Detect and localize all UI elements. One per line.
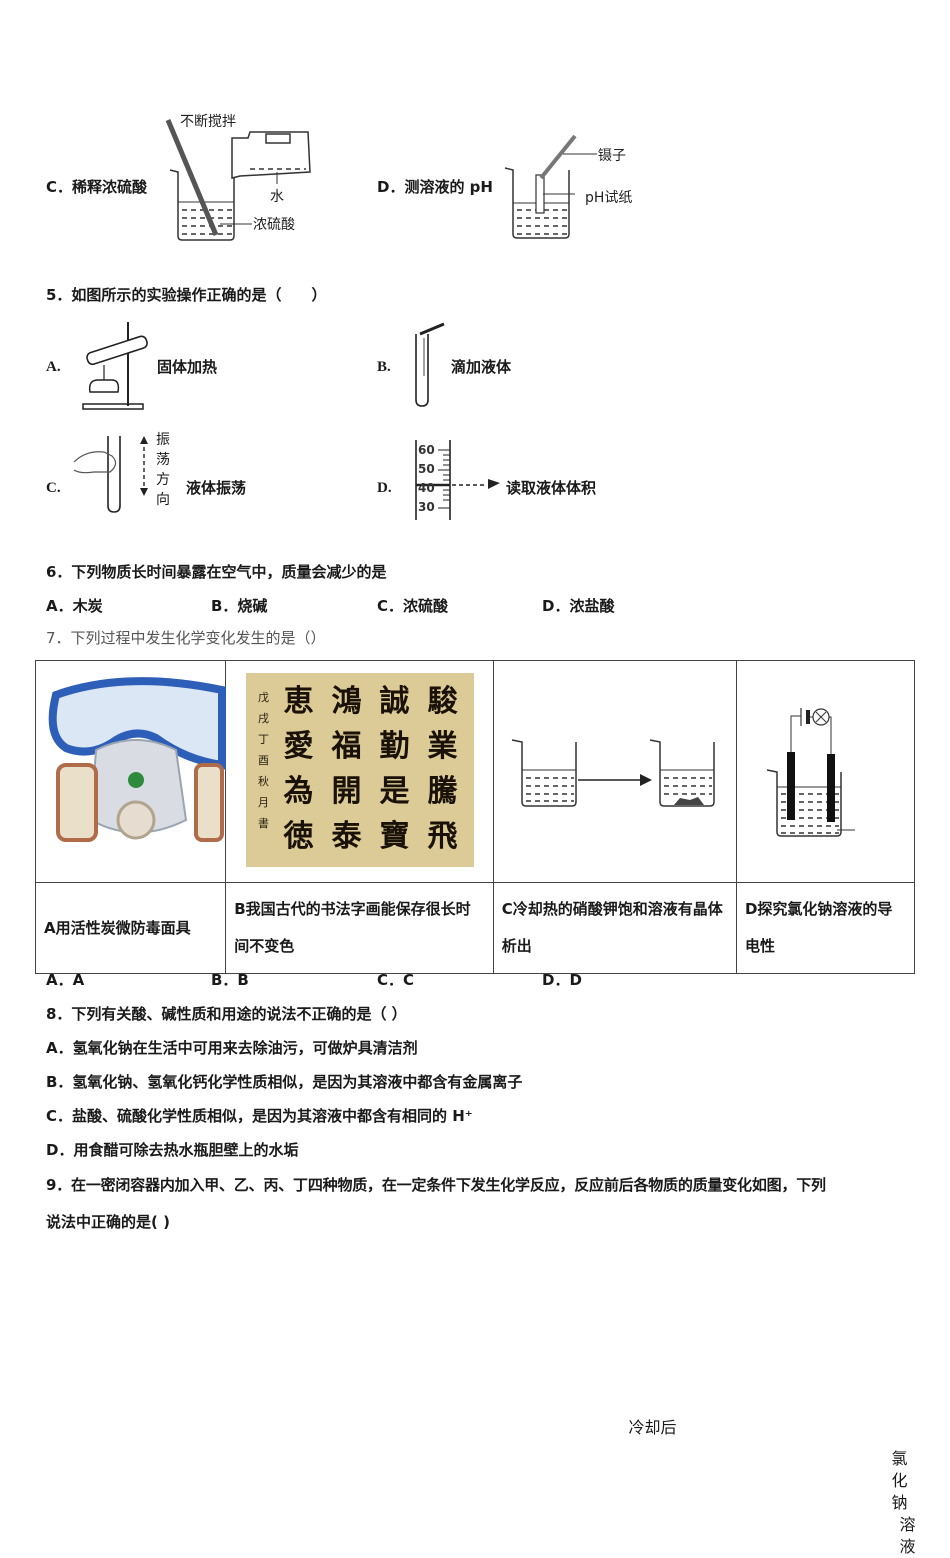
cooling-label: 冷却后 [628, 1417, 677, 1437]
shake-direction-label: 振 荡 方 向 [156, 432, 170, 508]
ph-paper-label: pH试纸 [585, 190, 633, 206]
q5-option-c-letter[interactable]: C. [46, 480, 61, 496]
q5-option-b-letter[interactable]: B. [377, 359, 391, 375]
q7-caption-d: D探究氯化钠溶液的导电性 [735, 882, 916, 974]
tweezers-label: 镊子 [598, 148, 626, 164]
graduated-cylinder-icon [415, 440, 500, 520]
q6-option-c[interactable]: C．浓硫酸 [377, 597, 449, 615]
q9-stem-line1: 9．在一密闭容器内加入甲、乙、丙、丁四种物质，在一定条件下发生化学反应，反应前后… [46, 1176, 826, 1194]
crystallization-figure [511, 738, 715, 807]
conc-acid-label: 浓硫酸 [253, 217, 295, 233]
stir-label: 不断搅拌 [180, 114, 236, 130]
q7-caption-c: C冷却热的硝酸钾饱和溶液有晶体析出 [492, 882, 737, 974]
q5-option-a-letter[interactable]: A. [46, 359, 61, 375]
q7-option-c[interactable]: C．C [377, 971, 415, 989]
crystallization-cell: 冷却后 [492, 660, 737, 1437]
q7-stem: 7．下列过程中发生化学变化发生的是（） [46, 629, 326, 647]
q9-stem-line2: 说法中正确的是( ) [46, 1213, 170, 1231]
q5-option-b-text: 滴加液体 [451, 358, 512, 376]
q8-option-b[interactable]: B．氢氧化钠、氢氧化钙化学性质相似，是因为其溶液中都含有金属离子 [46, 1073, 523, 1091]
calligraphy-image: 駿業騰飛 誠勤是寶 鴻福開泰 恵愛為徳 戊戌丁酉秋月書 [245, 672, 474, 867]
q7-option-b[interactable]: B．B [211, 971, 249, 989]
q5-stem: 5．如图所示的实验操作正确的是（ ） [46, 286, 327, 304]
cylinder-scale: 60 50 40 30 [418, 443, 435, 514]
calligraphy-cell: 駿業騰飛 誠勤是寶 鴻福開泰 恵愛為徳 戊戌丁酉秋月書 [225, 660, 494, 883]
q4-option-c[interactable]: C．稀释浓硫酸 [46, 178, 148, 196]
q7-option-a[interactable]: A．A [46, 971, 85, 989]
q8-stem: 8．下列有关酸、碱性质和用途的说法不正确的是（ ） [46, 1005, 407, 1023]
q6-option-a[interactable]: A．木炭 [46, 597, 103, 615]
q8-option-c[interactable]: C．盐酸、硫酸化学性质相似，是因为其溶液中都含有相同的 H⁺ [46, 1107, 473, 1125]
q8-option-a[interactable]: A．氢氧化钠在生活中可用来去除油污，可做炉具清洁剂 [46, 1039, 418, 1057]
ph-test-figure [504, 134, 597, 239]
q6-option-b[interactable]: B．烧碱 [211, 597, 268, 615]
q5-option-c-text: 液体振荡 [186, 479, 247, 497]
q6-option-d[interactable]: D．浓盐酸 [542, 597, 615, 615]
q7-options-table: 駿業騰飛 誠勤是寶 鴻福開泰 恵愛為徳 戊戌丁酉秋月書 [34, 660, 916, 1556]
conductivity-figure [766, 707, 855, 837]
q7-option-d[interactable]: D．D [542, 971, 582, 989]
nacl-solution-label: 氯化钠 溶液 [891, 1448, 916, 1556]
q6-stem: 6．下列物质长时间暴露在空气中，质量会减少的是 [46, 563, 387, 581]
gas-mask-cell [34, 660, 227, 883]
dropping-liquid-icon [415, 322, 445, 407]
q5-option-d-text: 读取液体体积 [506, 479, 597, 497]
shaking-tube-icon [73, 436, 148, 513]
q7-caption-b: B我国古代的书法字画能保存很长时间不变色 [225, 882, 494, 974]
q7-caption-a: A用活性炭微防毒面具 [34, 882, 227, 974]
solid-heating-icon [82, 322, 148, 410]
q5-option-d-letter[interactable]: D. [377, 480, 392, 496]
q4-option-d[interactable]: D．测溶液的 pH [377, 178, 493, 196]
q5-option-a-text: 固体加热 [157, 358, 218, 376]
water-label: 水 [270, 189, 284, 205]
q8-option-d[interactable]: D．用食醋可除去热水瓶胆壁上的水垢 [46, 1141, 299, 1159]
conductivity-cell: 氯化钠 溶液 [735, 660, 916, 1556]
dilute-acid-figure [165, 119, 311, 241]
gas-mask-image [48, 676, 226, 842]
